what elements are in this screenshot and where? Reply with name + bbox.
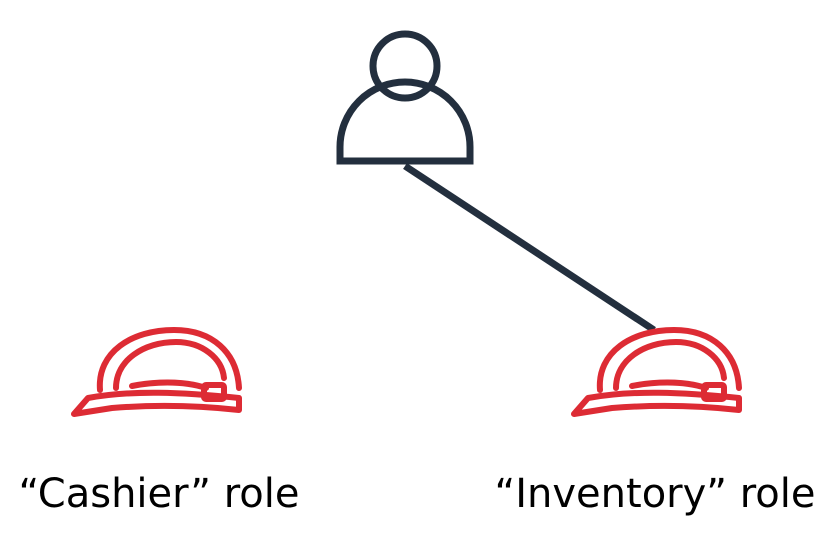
hard-hat-icon bbox=[71, 327, 242, 417]
assignment-connector bbox=[403, 163, 656, 333]
hard-hat-icon bbox=[571, 327, 742, 417]
user-icon bbox=[336, 30, 474, 165]
cashier-role-label: “Cashier” role bbox=[18, 471, 300, 517]
inventory-role-label: “Inventory” role bbox=[494, 471, 816, 517]
